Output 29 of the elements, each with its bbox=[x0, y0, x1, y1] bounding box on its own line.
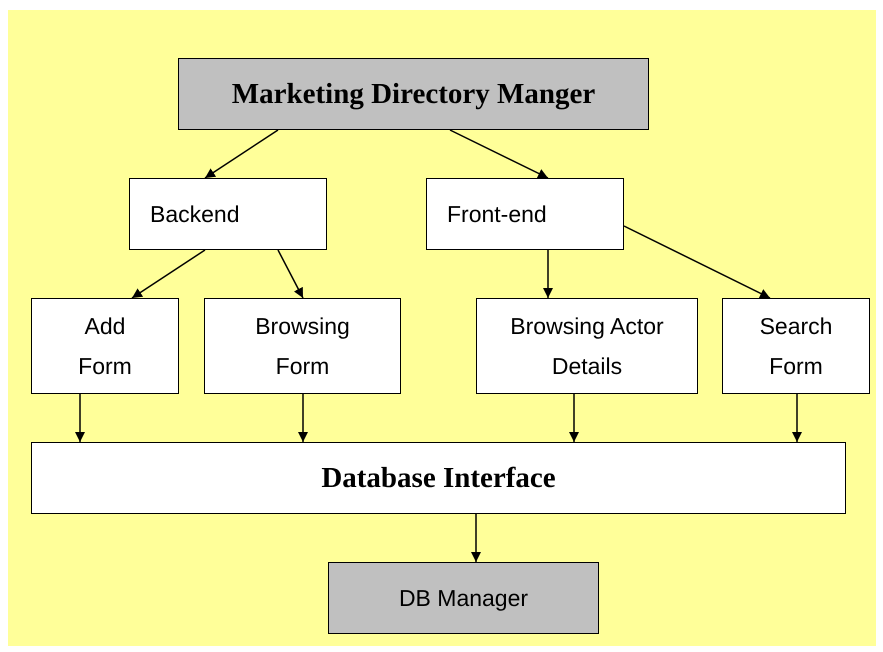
process-box bbox=[31, 298, 179, 394]
node-label: Add Form bbox=[77, 312, 133, 381]
process-box bbox=[476, 298, 698, 394]
arrow bbox=[75, 394, 85, 442]
arrow bbox=[132, 249, 206, 299]
process-box bbox=[178, 58, 649, 130]
node-label: DB Manager bbox=[398, 584, 528, 613]
arrow bbox=[298, 394, 308, 442]
arrow bbox=[450, 129, 548, 179]
node-label: Backend bbox=[150, 200, 240, 229]
process-box bbox=[129, 178, 327, 250]
process-box bbox=[204, 298, 401, 394]
arrow bbox=[569, 394, 579, 442]
node-label: Browsing Form bbox=[254, 312, 351, 381]
arrow bbox=[277, 250, 304, 298]
node-label: Database Interface bbox=[321, 460, 556, 496]
arrow bbox=[624, 225, 770, 299]
arrow bbox=[471, 514, 481, 562]
process-box bbox=[328, 562, 599, 634]
node-label: Marketing Directory Manger bbox=[232, 76, 596, 112]
node-label: Search Form bbox=[758, 312, 834, 381]
node-label: Front-end bbox=[447, 200, 547, 229]
process-box bbox=[722, 298, 870, 394]
process-box bbox=[426, 178, 624, 250]
arrow bbox=[792, 394, 802, 442]
arrow bbox=[204, 129, 278, 179]
arrow bbox=[543, 250, 553, 298]
process-box bbox=[31, 442, 846, 514]
node-label: Browsing Actor Details bbox=[509, 312, 665, 381]
